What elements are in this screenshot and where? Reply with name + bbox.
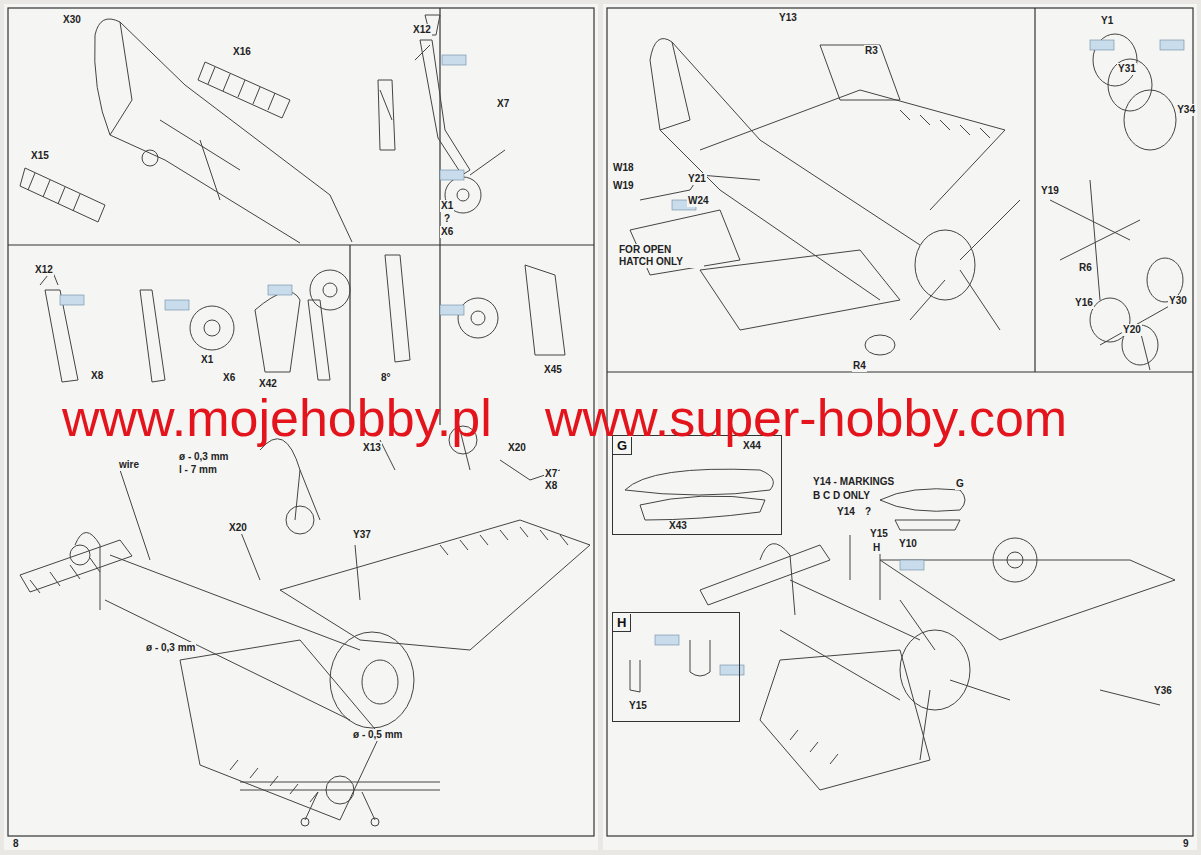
part-label: 9 <box>1182 838 1190 850</box>
part-label: Y37 <box>352 529 372 541</box>
part-label: X7 <box>544 468 558 480</box>
part-label: X1 <box>200 354 214 366</box>
part-label: X13 <box>362 442 382 454</box>
part-label: X20 <box>228 522 248 534</box>
part-label: Y31 <box>1117 63 1137 75</box>
part-label: FOR OPEN HATCH ONLY <box>618 244 704 268</box>
part-label: Y30 <box>1168 295 1188 307</box>
panel-frames <box>8 8 1193 836</box>
part-label: wire <box>118 459 140 471</box>
part-label: G <box>955 478 965 490</box>
part-label: X12 <box>412 24 432 36</box>
part-label: X1 <box>440 200 454 212</box>
part-label: R4 <box>852 360 867 372</box>
part-label: Y14 <box>836 506 856 518</box>
part-label: X12 <box>34 264 54 276</box>
watermark: www.super-hobby.com <box>545 392 1067 444</box>
part-label: Y20 <box>1122 324 1142 336</box>
part-label: X6 <box>440 226 454 238</box>
part-label: Y10 <box>898 538 918 550</box>
part-label: ø - 0,3 mm <box>145 642 196 654</box>
part-label: Y15 <box>869 528 889 540</box>
color-callouts <box>60 40 1184 675</box>
part-label: X7 <box>496 98 510 110</box>
part-label: W18 <box>612 162 635 174</box>
aircraft-drawings <box>20 15 1183 826</box>
inset-letter: H <box>613 614 631 632</box>
part-label: Y1 <box>1100 15 1114 27</box>
part-label: W24 <box>687 195 710 207</box>
part-label: R6 <box>1078 262 1093 274</box>
part-label: X16 <box>232 46 252 58</box>
part-label: l - 7 mm <box>178 464 218 476</box>
part-label: X6 <box>222 372 236 384</box>
part-label: B C D ONLY <box>812 490 871 502</box>
part-label: Y13 <box>778 12 798 24</box>
part-label: 8° <box>380 372 392 384</box>
part-label: Y16 <box>1074 297 1094 309</box>
part-label: ? <box>443 213 451 225</box>
part-label: R3 <box>864 45 879 57</box>
part-label: Y19 <box>1040 185 1060 197</box>
part-label: ? <box>864 506 872 518</box>
part-label: Y21 <box>687 173 707 185</box>
part-label: X43 <box>668 520 688 532</box>
part-label: Y14 - MARKINGS <box>812 476 895 488</box>
part-label: X8 <box>90 370 104 382</box>
part-label: X20 <box>507 442 527 454</box>
part-label: X30 <box>62 14 82 26</box>
part-label: X42 <box>258 378 278 390</box>
part-label: ø - 0,5 mm <box>352 729 403 741</box>
part-label: W19 <box>612 180 635 192</box>
part-label: ø - 0,3 mm <box>178 451 229 463</box>
part-label: H <box>872 542 881 554</box>
part-label: X8 <box>544 480 558 492</box>
watermark: www.mojehobby.pl <box>62 392 492 444</box>
part-label: Y36 <box>1153 685 1173 697</box>
part-label: X45 <box>543 364 563 376</box>
part-label: Y34 <box>1176 104 1196 116</box>
part-label: 8 <box>12 838 20 850</box>
page-sheets <box>4 4 1197 850</box>
part-label: Y15 <box>628 700 648 712</box>
part-label: X44 <box>742 440 762 452</box>
part-label: X15 <box>30 150 50 162</box>
